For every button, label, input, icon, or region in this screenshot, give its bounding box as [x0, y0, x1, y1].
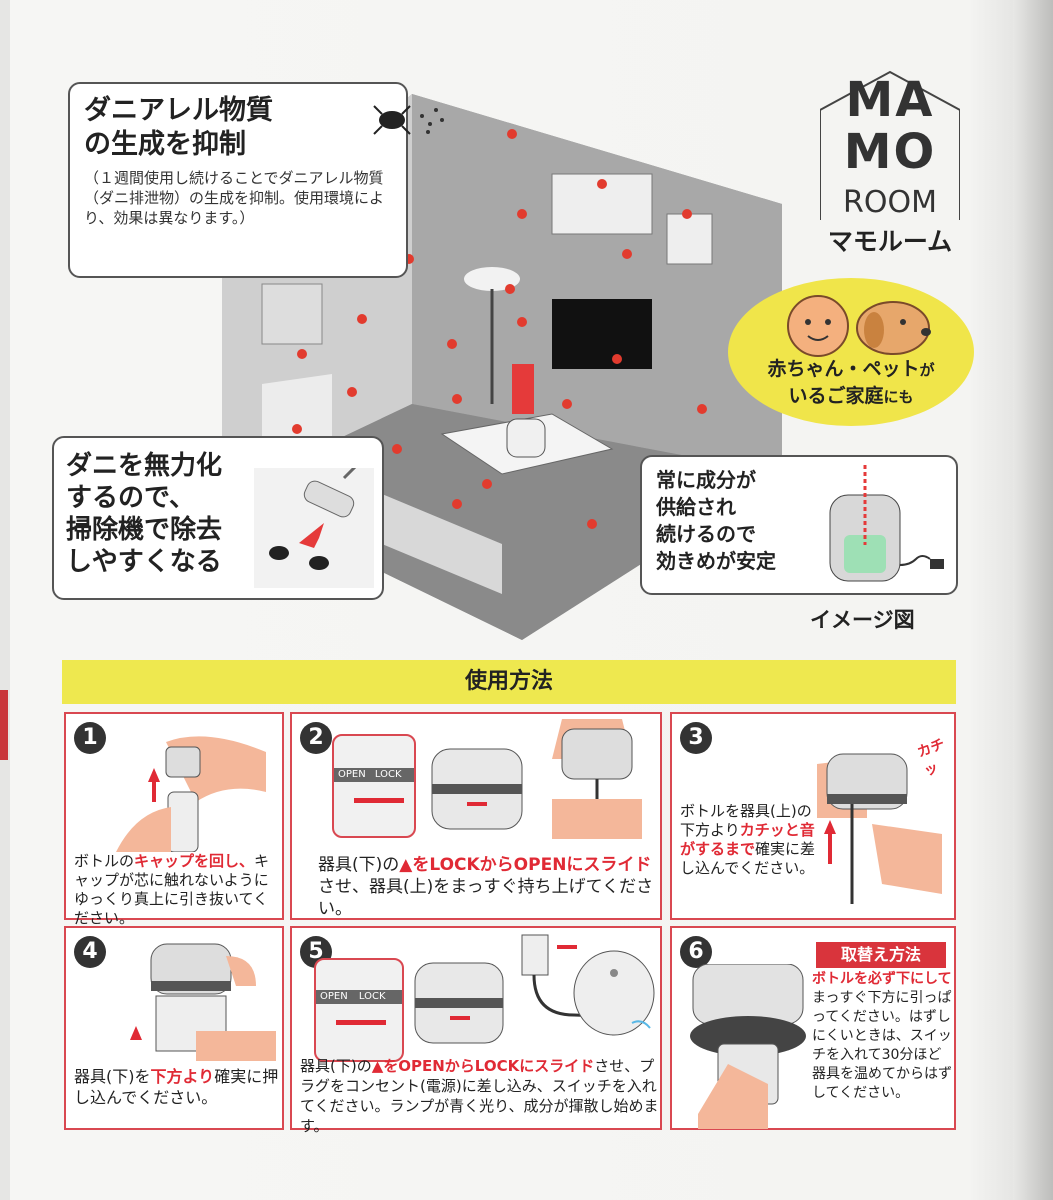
disable-line-3: 掃除機で除去: [66, 515, 223, 545]
open-label: OPEN: [320, 991, 348, 1002]
stable-effect-callout: 常に成分が 供給され 続けるので 効きめが安定: [640, 455, 958, 595]
step-number: 2: [300, 722, 332, 754]
vacuum-mites-illustration: [254, 468, 374, 588]
allergen-note: （１週間使用し続けることでダニアレル物質（ダニ排泄物）の生成を抑制。使用環境によ…: [84, 169, 385, 227]
caption-text: ボトルを器具(上)の下方より: [680, 802, 812, 839]
open-label: OPEN: [338, 769, 366, 780]
image-note-label: イメージ図: [810, 608, 915, 632]
step-1-panel: 1 ボトルのキャップを回し、キャップが芯に触れないようにゆっくり真上に引き抜いて…: [64, 712, 284, 927]
step-number: 3: [680, 722, 712, 754]
caption-text: まっすぐ下方に引っぱってください。はずしにくいときは、スイッチを入れて30分ほど…: [812, 990, 952, 1101]
step-number: 4: [74, 936, 106, 968]
family-badge-text: 赤ちゃん・ペットが いるご家庭にも: [728, 356, 974, 410]
slide-arrow: [354, 798, 404, 803]
lift-upper-illustration: [552, 719, 642, 839]
lock-label: LOCK: [358, 991, 386, 1002]
supply-line-3: 続けるので: [656, 522, 756, 546]
plug-and-switch-illustration: [521, 934, 655, 1036]
allergen-title-1: ダニアレル物質: [84, 95, 273, 126]
caption-highlight: カチッと音がするまで: [680, 821, 815, 858]
step-6-panel: 6 取替え方法 ボトルを必ず下にしてまっすぐ下方に引っぱってください。はずしにく…: [670, 926, 956, 1130]
device-lower-illustration: [431, 748, 523, 830]
step-6-caption: ボトルを必ず下にしてまっすぐ下方に引っぱってください。はずしにくいときは、スイッ…: [812, 970, 952, 1103]
step-5-panel: 5 OPEN LOCK 器具(下)の▲をOPENからLOCKにスライドさせ、プラ…: [290, 926, 662, 1135]
remove-bottle-illustration: [690, 964, 806, 1129]
push-lower-illustration: [130, 943, 276, 1061]
allergen-title-2: の生成を抑制: [84, 129, 246, 160]
caption-highlight: ▲をLOCKからOPENにスライド: [399, 855, 652, 875]
caption-highlight: キャップを回し、: [134, 852, 255, 870]
family-line1-a: 赤ちゃん・ペット: [767, 358, 920, 380]
supply-line-1: 常に成分が: [656, 468, 756, 492]
caption-text: 確実に押し込んでください。: [74, 1067, 279, 1107]
step-4-panel: 4 器具(下)を下方より確実に押し込んでください。: [64, 926, 284, 1130]
allergen-callout: ダニアレル物質 の生成を抑制 （１週間使用し続けることでダニアレル物質（ダニ排泄…: [68, 82, 444, 278]
step-3-panel: 3 ボトルを器具(上)の下方よりカチッと音がするまで確実に差し込んでください。 …: [670, 712, 956, 920]
logo-line-2: MO: [843, 124, 937, 180]
slider-closeup: OPEN LOCK: [332, 734, 416, 838]
caption-text: 器具(下)の: [318, 855, 400, 875]
device-lower-illustration: [414, 962, 504, 1044]
package-right-edge: [1013, 0, 1053, 1200]
step-1-caption: ボトルのキャップを回し、キャップが芯に触れないようにゆっくり真上に引き抜いてくだ…: [74, 852, 280, 928]
supply-line-2: 供給され: [656, 495, 736, 519]
caption-text: ボトルの: [74, 852, 135, 870]
supply-line-4: 効きめが安定: [656, 549, 776, 573]
caption-text: させ、プラグをコンセント(電源)に差し込み、スイッチを入れてください。ランプが青…: [300, 1057, 659, 1135]
mite-icon: [373, 105, 444, 135]
logo-line-3: ROOM: [843, 185, 937, 220]
bottle-cap-illustration: [116, 736, 266, 852]
mamoroom-logo: MA MO ROOM マモルーム: [820, 70, 960, 260]
disable-line-1: ダニを無力化: [66, 451, 223, 481]
step-2-caption: 器具(下)の▲をLOCKからOPENにスライドさせ、器具(上)をまっすぐ持ち上げ…: [318, 854, 658, 920]
caption-text: させ、器具(上)をまっすぐ持ち上げてください。: [318, 877, 654, 919]
caption-text: キャップが芯に触れないようにゆっくり真上に引き抜いてください。: [74, 852, 270, 927]
family-line2-b: にも: [883, 388, 914, 406]
open-lock-band: OPEN LOCK: [334, 768, 414, 782]
family-line1-b: が: [919, 361, 935, 379]
family-badge: 赤ちゃん・ペットが いるご家庭にも: [728, 278, 974, 426]
family-line2-a: いるご家庭: [788, 385, 884, 407]
insert-bottle-illustration: [817, 753, 942, 904]
step-4-caption: 器具(下)を下方より確実に押し込んでください。: [74, 1066, 280, 1108]
logo-kana: マモルーム: [827, 227, 953, 256]
slider-closeup: OPEN LOCK: [314, 958, 404, 1062]
step-number: 1: [74, 722, 106, 754]
device-cross-section-illustration: [829, 465, 944, 582]
usage-title-bar: 使用方法: [62, 660, 956, 704]
logo-line-1: MA: [845, 72, 935, 128]
step-5-caption: 器具(下)の▲をOPENからLOCKにスライドさせ、プラグをコンセント(電源)に…: [300, 1056, 660, 1136]
caption-highlight: ▲をOPENからLOCKにスライド: [371, 1057, 595, 1075]
package-left-edge: [0, 0, 10, 1200]
disable-line-2: するので、: [66, 483, 195, 513]
disable-mites-callout: ダニを無力化 するので、 掃除機で除去 しやすくなる: [52, 436, 384, 600]
replacement-method-tag: 取替え方法: [816, 942, 946, 968]
caption-text: 器具(下)の: [300, 1057, 372, 1075]
house-roof-icon: [820, 70, 960, 220]
caption-highlight: 下方より: [150, 1067, 215, 1086]
step-3-caption: ボトルを器具(上)の下方よりカチッと音がするまで確実に差し込んでください。: [680, 802, 818, 878]
slide-arrow: [336, 1020, 386, 1025]
caption-highlight: ボトルを必ず下にして: [812, 971, 952, 987]
open-lock-band: OPEN LOCK: [316, 990, 402, 1004]
step-number: 6: [680, 936, 712, 968]
step-2-panel: 2 OPEN LOCK 器具(下)の▲をLOCKからOPENにスライドさせ、器具…: [290, 712, 662, 920]
disable-line-4: しやすくなる: [66, 547, 222, 577]
caption-text: 器具(下)を: [74, 1067, 151, 1086]
lock-label: LOCK: [374, 769, 402, 780]
caption-text: 確実に差し込んでください。: [680, 840, 816, 877]
red-stripe: [0, 690, 8, 760]
baby-and-dog-icon: [787, 295, 931, 357]
